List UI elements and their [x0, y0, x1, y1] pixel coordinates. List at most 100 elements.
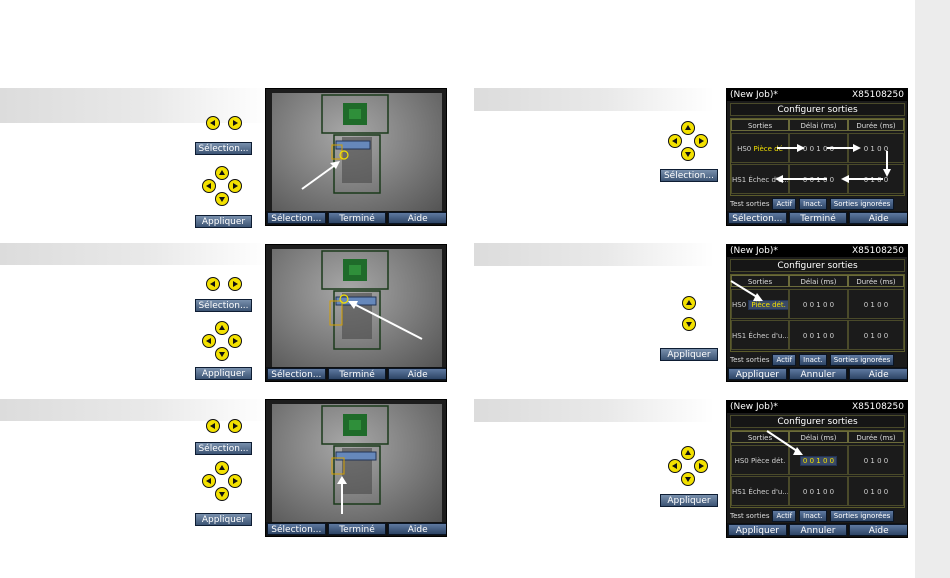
help-button[interactable]: Aide [388, 523, 446, 535]
delay-hs1[interactable]: 0 0 1 0 0 [789, 320, 848, 350]
right-arrow-icon[interactable] [228, 116, 242, 130]
apply-button[interactable]: Appliquer [660, 348, 718, 361]
test-outputs-row: Test sorties Actif Inact. Sorties ignoré… [730, 198, 905, 210]
done-button[interactable]: Terminé [788, 212, 848, 224]
duration-hs0[interactable]: 0 1 0 0 [848, 445, 904, 475]
select-button[interactable]: Sélection... [728, 212, 787, 224]
apply-button[interactable]: Appliquer [195, 513, 252, 526]
delay-hs0[interactable]: 0 0 1 0 0 [789, 289, 848, 319]
dpad-icon[interactable] [668, 446, 708, 486]
duration-hs1[interactable]: 0 1 0 0 [848, 320, 904, 350]
dpad-icon[interactable] [202, 461, 242, 501]
select-button[interactable]: Sélection... [195, 442, 252, 455]
outputs-table: Sorties Délai (ms) Durée (ms) HS0 Pièce … [730, 274, 905, 352]
inactive-button[interactable]: Inact. [799, 510, 827, 522]
col-header-delay: Délai (ms) [789, 431, 848, 443]
output-hs1[interactable]: HS1 Échec d'u... [731, 476, 789, 506]
cancel-button[interactable]: Annuler [788, 368, 848, 380]
output-hs1[interactable]: HS1 Échec d'u... [731, 320, 789, 350]
active-button[interactable]: Actif [772, 198, 797, 210]
apply-button[interactable]: Appliquer [660, 494, 718, 507]
ignored-outputs-button[interactable]: Sorties ignorées [829, 510, 895, 522]
active-button[interactable]: Actif [772, 354, 797, 366]
active-button[interactable]: Actif [772, 510, 797, 522]
select-button[interactable]: Sélection... [195, 299, 252, 312]
camera-image [272, 249, 442, 368]
cancel-button[interactable]: Annuler [788, 524, 848, 536]
output-hs1[interactable]: HS1 Échec d'u... [731, 164, 789, 194]
duration-hs1[interactable]: 0 1 0 0 [848, 476, 904, 506]
ignored-outputs-button[interactable]: Sorties ignorées [829, 354, 895, 366]
up-arrow-icon[interactable] [682, 296, 696, 310]
camera-view-2: Sélection... Terminé Aide [265, 244, 447, 382]
col-header-outputs: Sorties [731, 275, 789, 287]
select-button[interactable]: Sélection... [660, 169, 718, 182]
help-button[interactable]: Aide [849, 212, 907, 224]
panel-title: Configurer sorties [730, 259, 905, 272]
camera-button-bar: Sélection... Terminé Aide [266, 522, 446, 536]
output-hs0[interactable]: HS0 Pièce dét. [731, 289, 789, 319]
apply-button[interactable]: Appliquer [195, 367, 252, 380]
outputs-table: Sorties Délai (ms) Durée (ms) HS0 Pièce … [730, 430, 905, 508]
right-margin-strip [915, 0, 950, 578]
ignored-outputs-button[interactable]: Sorties ignorées [829, 198, 895, 210]
apply-button[interactable]: Appliquer [728, 524, 787, 536]
title-bar: (New Job)*X85108250 [727, 245, 907, 257]
col-header-delay: Délai (ms) [789, 275, 848, 287]
section-band-1 [0, 88, 270, 123]
left-arrow-icon[interactable] [206, 277, 220, 291]
inactive-button[interactable]: Inact. [799, 354, 827, 366]
configure-outputs-panel-1: (New Job)*X85108250 Configurer sorties S… [726, 88, 908, 226]
delay-hs1[interactable]: 0 0 1 0 0 [789, 164, 848, 194]
section-band-4 [474, 88, 714, 111]
right-arrow-icon[interactable] [228, 277, 242, 291]
help-button[interactable]: Aide [849, 368, 907, 380]
down-arrow-icon[interactable] [682, 317, 696, 331]
camera-view-1: Sélection... Terminé Aide [265, 88, 447, 226]
camera-button-bar: Sélection... Terminé Aide [266, 211, 446, 225]
dpad-icon[interactable] [668, 121, 708, 161]
serial-number: X85108250 [852, 90, 904, 100]
apply-button[interactable]: Appliquer [195, 215, 252, 228]
duration-hs1[interactable]: 0 1 0 0 [848, 164, 904, 194]
duration-hs0[interactable]: 0 1 0 0 [848, 133, 904, 163]
panel-button-bar: Appliquer Annuler Aide [727, 367, 907, 381]
col-header-duration: Durée (ms) [848, 119, 904, 131]
test-outputs-row: Test sorties Actif Inact. Sorties ignoré… [730, 510, 905, 522]
dpad-icon[interactable] [202, 321, 242, 361]
test-outputs-row: Test sorties Actif Inact. Sorties ignoré… [730, 354, 905, 366]
delay-hs0[interactable]: 0 0 1 0 0 [789, 133, 848, 163]
test-outputs-label: Test sorties [730, 512, 770, 520]
left-arrow-icon[interactable] [206, 116, 220, 130]
section-band-5 [474, 243, 714, 266]
help-button[interactable]: Aide [388, 368, 446, 380]
test-outputs-label: Test sorties [730, 200, 770, 208]
duration-hs0[interactable]: 0 1 0 0 [848, 289, 904, 319]
test-outputs-label: Test sorties [730, 356, 770, 364]
left-arrow-icon[interactable] [206, 419, 220, 433]
done-button[interactable]: Terminé [327, 368, 387, 380]
select-button[interactable]: Sélection... [195, 142, 252, 155]
output-hs0[interactable]: HS0 Pièce dé [731, 133, 789, 163]
right-arrow-icon[interactable] [228, 419, 242, 433]
help-button[interactable]: Aide [388, 212, 446, 224]
select-button[interactable]: Sélection... [267, 212, 326, 224]
section-band-6 [474, 399, 714, 422]
delay-hs1[interactable]: 0 0 1 0 0 [789, 476, 848, 506]
delay-hs0[interactable]: 0 0 1 0 0 [789, 445, 848, 475]
help-button[interactable]: Aide [849, 524, 907, 536]
select-button[interactable]: Sélection... [267, 368, 326, 380]
done-button[interactable]: Terminé [327, 523, 387, 535]
panel-button-bar: Sélection... Terminé Aide [727, 211, 907, 225]
outputs-table: Sorties Délai (ms) Durée (ms) HS0 Pièce … [730, 118, 905, 196]
apply-button[interactable]: Appliquer [728, 368, 787, 380]
configure-outputs-panel-3: (New Job)*X85108250 Configurer sorties S… [726, 400, 908, 538]
configure-outputs-panel-2: (New Job)*X85108250 Configurer sorties S… [726, 244, 908, 382]
col-header-outputs: Sorties [731, 431, 789, 443]
dpad-icon[interactable] [202, 166, 242, 206]
done-button[interactable]: Terminé [327, 212, 387, 224]
output-hs0[interactable]: HS0 Pièce dét. [731, 445, 789, 475]
select-button[interactable]: Sélection... [267, 523, 326, 535]
inactive-button[interactable]: Inact. [799, 198, 827, 210]
camera-image [272, 93, 442, 212]
